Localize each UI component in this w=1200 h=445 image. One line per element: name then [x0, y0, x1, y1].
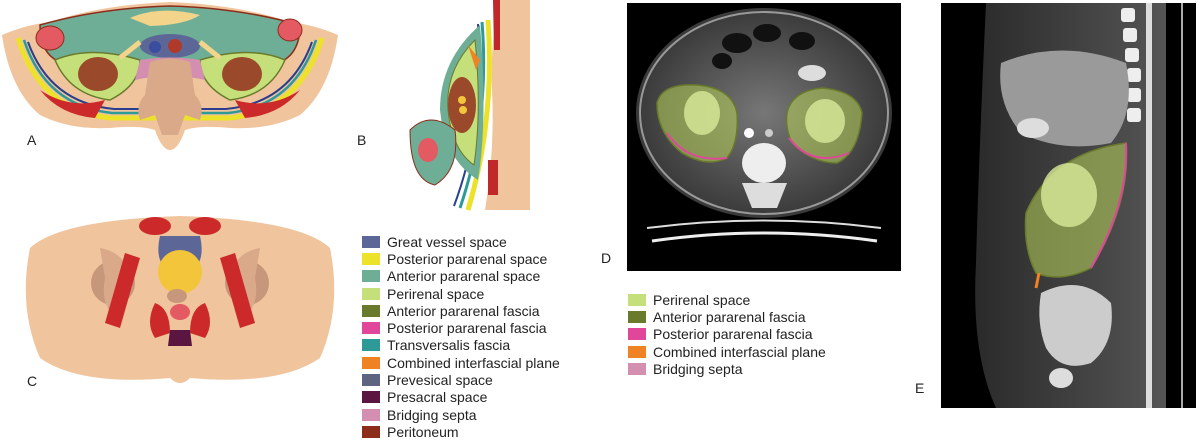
legend-label: Great vessel space	[387, 234, 507, 250]
legend-item-bridging-septa: Bridging septa	[628, 360, 826, 377]
legend-swatch	[362, 236, 380, 248]
panel-c-label: C	[27, 373, 37, 389]
legend-swatch	[628, 328, 646, 340]
legend-swatch	[362, 305, 380, 317]
legend-label: Perirenal space	[387, 286, 484, 302]
legend-swatch	[362, 374, 380, 386]
legend-label: Bridging septa	[387, 407, 477, 423]
panel-e-label: E	[915, 380, 924, 396]
legend-item-bridging-septa: Bridging septa	[362, 406, 560, 423]
legend-right: Perirenal space Anterior pararenal fasci…	[628, 291, 826, 377]
legend-swatch	[628, 346, 646, 358]
legend-label: Combined interfascial plane	[387, 355, 560, 371]
legend-item-perirenal-space: Perirenal space	[628, 291, 826, 308]
legend-item-combined-interfascial-plane: Combined interfascial plane	[362, 354, 560, 371]
legend-item-anterior-pararenal-space: Anterior pararenal space	[362, 268, 560, 285]
legend-item-combined-interfascial-plane: Combined interfascial plane	[628, 343, 826, 360]
legend-label: Prevesical space	[387, 372, 493, 388]
legend-swatch	[362, 288, 380, 300]
legend-swatch	[362, 253, 380, 265]
legend-label: Bridging septa	[653, 361, 743, 377]
legend-label: Peritoneum	[387, 424, 459, 440]
panel-d-label: D	[601, 250, 611, 266]
legend-swatch	[628, 363, 646, 375]
legend-item-presacral-space: Presacral space	[362, 389, 560, 406]
legend-label: Posterior pararenal space	[387, 251, 547, 267]
legend-swatch	[362, 270, 380, 282]
legend-swatch	[362, 426, 380, 438]
legend-label: Posterior pararenal fascia	[387, 320, 547, 336]
legend-swatch	[628, 311, 646, 323]
legend-item-peritoneum: Peritoneum	[362, 423, 560, 440]
legend-item-posterior-pararenal-fascia: Posterior pararenal fascia	[362, 319, 560, 336]
panel-d-axial-ct	[627, 3, 901, 271]
panel-b-label: B	[357, 132, 366, 148]
legend-swatch	[362, 391, 380, 403]
legend-item-anterior-pararenal-fascia: Anterior pararenal fascia	[362, 302, 560, 319]
legend-left: Great vessel space Posterior pararenal s…	[362, 233, 560, 441]
legend-label: Posterior pararenal fascia	[653, 326, 813, 342]
legend-swatch	[362, 357, 380, 369]
legend-item-posterior-pararenal-fascia: Posterior pararenal fascia	[628, 326, 826, 343]
legend-swatch	[362, 409, 380, 421]
legend-item-great-vessel-space: Great vessel space	[362, 233, 560, 250]
legend-item-posterior-pararenal-space: Posterior pararenal space	[362, 250, 560, 267]
legend-label: Perirenal space	[653, 292, 750, 308]
legend-item-anterior-pararenal-fascia: Anterior pararenal fascia	[628, 308, 826, 325]
legend-label: Presacral space	[387, 389, 487, 405]
panel-b-sagittal-diagram	[400, 0, 530, 215]
panel-c-pelvic-diagram	[20, 208, 340, 388]
panel-e-sagittal-ct	[941, 3, 1196, 408]
panel-a-label: A	[27, 132, 36, 148]
legend-item-prevesical-space: Prevesical space	[362, 371, 560, 388]
legend-item-transversalis-fascia: Transversalis fascia	[362, 337, 560, 354]
legend-item-perirenal-space: Perirenal space	[362, 285, 560, 302]
legend-label: Combined interfascial plane	[653, 344, 826, 360]
legend-swatch	[628, 294, 646, 306]
legend-label: Anterior pararenal fascia	[653, 309, 806, 325]
legend-label: Transversalis fascia	[387, 337, 510, 353]
legend-swatch	[362, 322, 380, 334]
legend-swatch	[362, 339, 380, 351]
panel-a-axial-diagram	[0, 0, 340, 160]
legend-label: Anterior pararenal fascia	[387, 303, 540, 319]
legend-label: Anterior pararenal space	[387, 268, 540, 284]
